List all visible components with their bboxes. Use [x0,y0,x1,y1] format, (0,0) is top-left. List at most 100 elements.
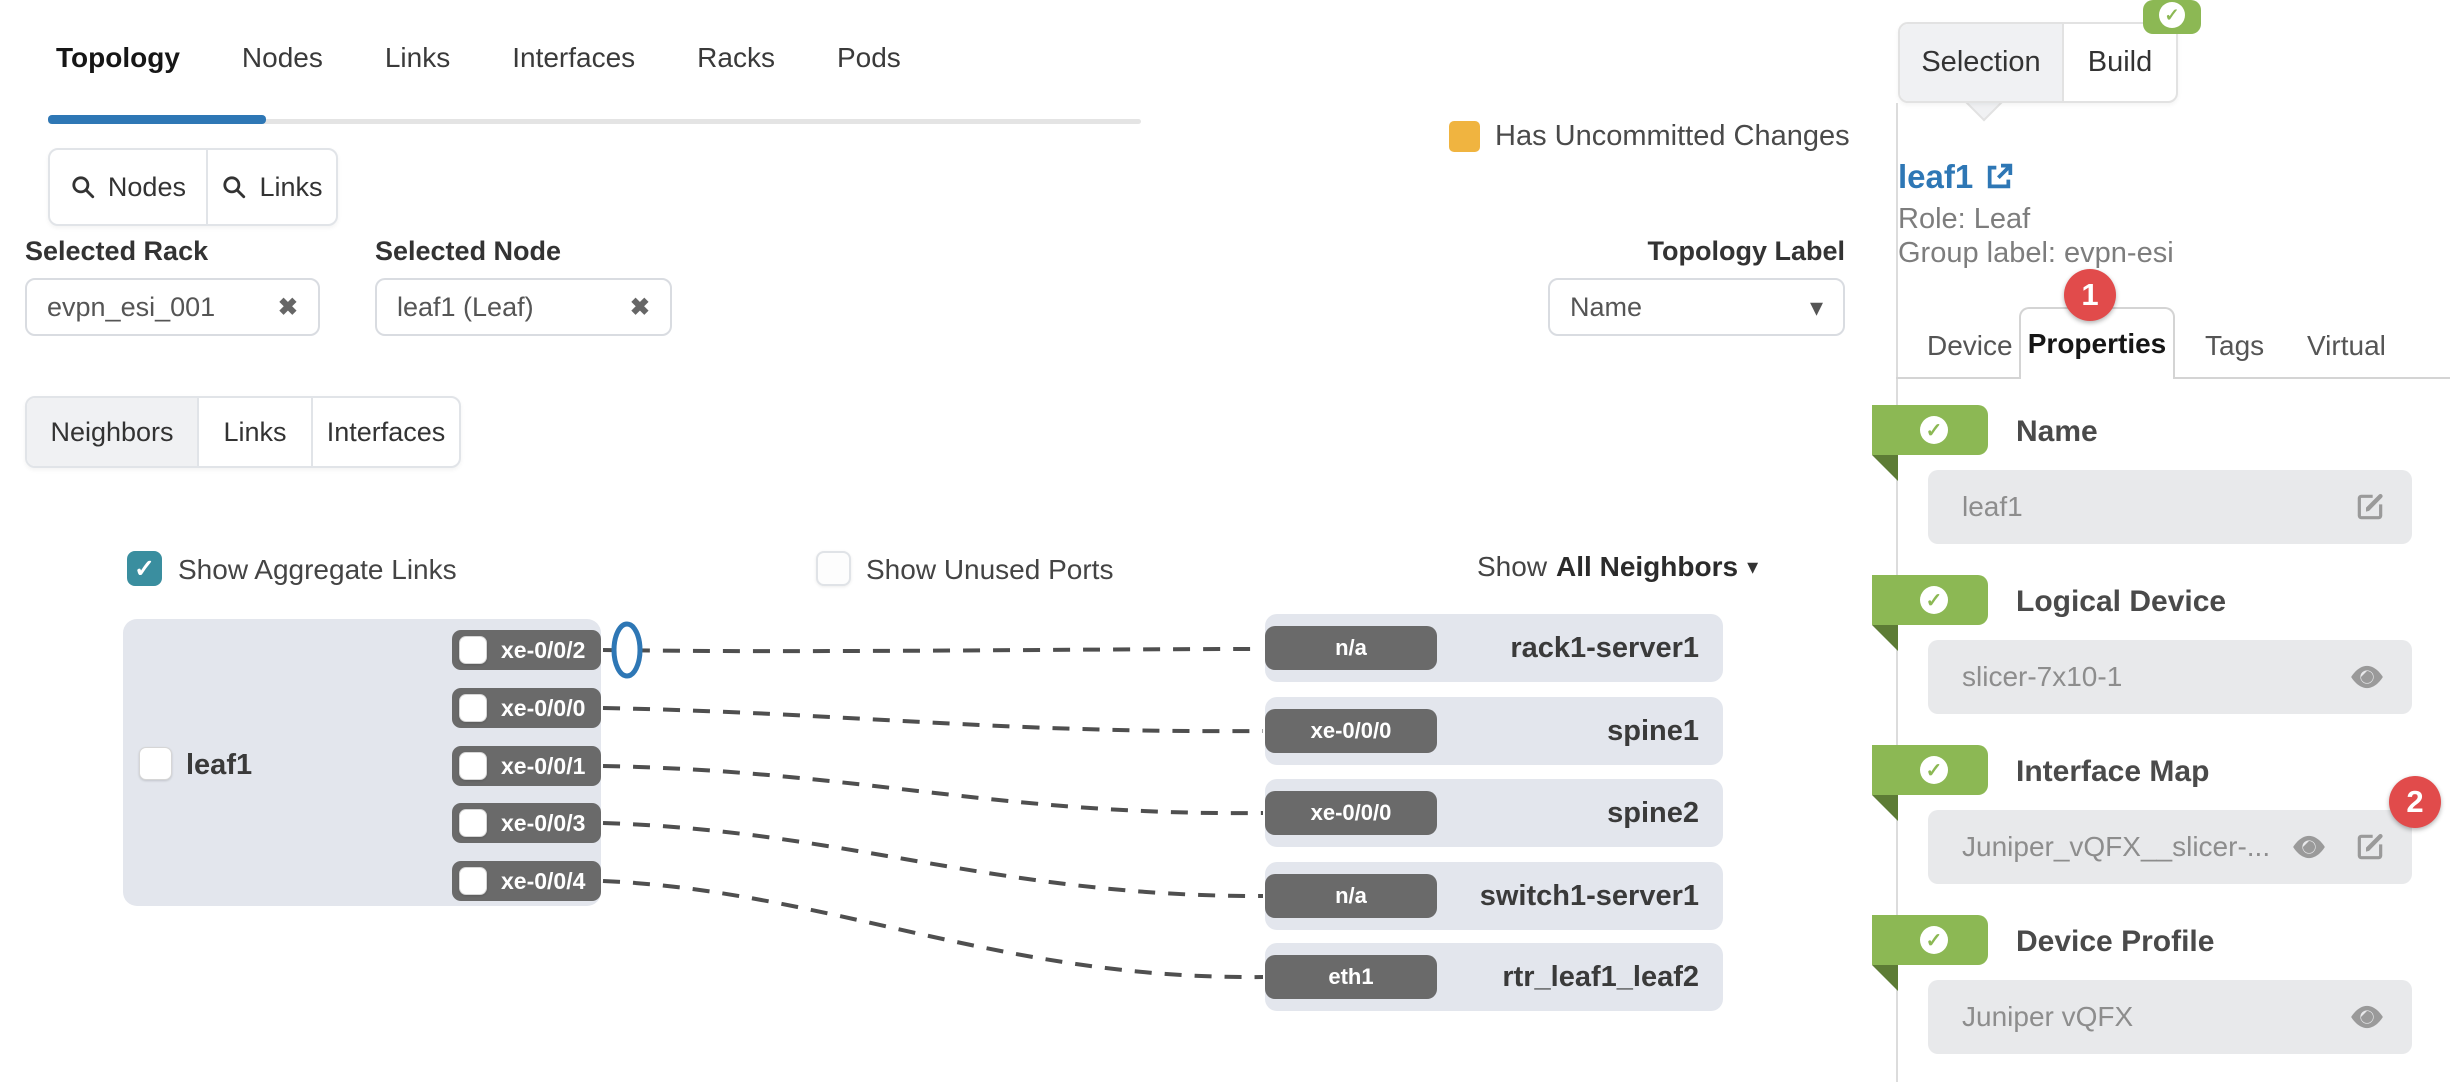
topology-label-value: Name [1570,291,1643,322]
chevron-down-icon: ▾ [1747,554,1759,579]
eye-icon[interactable] [2290,833,2328,861]
link-line[interactable] [602,764,1264,816]
node-leaf1-label: leaf1 [186,749,253,781]
device-profile-field: Juniper vQFX [1928,980,2412,1054]
neighbor-port-chip: xe-0/0/0 [1265,791,1437,835]
device-profile-value: Juniper vQFX [1962,1001,2134,1032]
neighbor-name: spine2 [1607,796,1699,829]
topology-label-label: Topology Label [1647,236,1846,266]
show-aggregate-links-checkbox[interactable]: ✓ [127,551,162,586]
nav-active-underline [48,115,266,124]
tab-build[interactable]: Build [2062,24,2176,101]
uncommitted-changes-legend: Has Uncommitted Changes [1449,120,1850,153]
section-status-ribbon: ✓ [1872,575,1988,625]
search-button-group: Nodes Links [48,148,338,226]
uncommitted-legend-label: Has Uncommitted Changes [1495,120,1850,152]
logical-device-field: slicer-7x10-1 [1928,640,2412,714]
check-circle-icon: ✓ [1920,586,1948,614]
tab-device[interactable]: Device [1927,330,2013,361]
nav-tab-topology[interactable]: Topology [56,42,180,73]
port-chip[interactable]: xe-0/0/3 [452,803,601,843]
neighbor-row[interactable]: eth1 rtr_leaf1_leaf2 [1265,943,1723,1011]
search-links-label: Links [259,171,323,202]
nav-tab-pods[interactable]: Pods [836,42,901,73]
tab-tags[interactable]: Tags [2205,330,2265,361]
external-link-icon [1988,163,2013,189]
build-status-badge: ✓ [2143,0,2201,34]
search-links-button[interactable]: Links [205,150,336,224]
neighbor-name: switch1-server1 [1479,879,1699,912]
port-label: xe-0/0/2 [501,636,586,663]
show-unused-ports-label: Show Unused Ports [866,554,1114,585]
check-circle-icon: ✓ [1920,756,1948,784]
port-chip[interactable]: xe-0/0/2 [452,630,601,670]
edit-icon[interactable] [2354,491,2386,523]
node-leaf1-checkbox[interactable] [139,747,172,780]
nav-tab-links[interactable]: Links [384,42,451,73]
eye-icon[interactable] [2348,1003,2386,1031]
step-2-badge: 2 [2389,776,2441,828]
port-chip[interactable]: xe-0/0/1 [452,746,601,786]
tab-selection[interactable]: Selection [1900,24,2062,101]
logical-device-value: slicer-7x10-1 [1962,661,2123,692]
selected-node-link-label: leaf1 [1898,158,1974,195]
port-checkbox[interactable] [459,752,487,780]
neighbor-row[interactable]: xe-0/0/0 spine1 [1265,697,1723,765]
selected-rack-field[interactable]: evpn_esi_001 ✖ [25,278,320,336]
port-checkbox[interactable] [459,694,487,722]
section-status-ribbon: ✓ [1872,745,1988,795]
selected-node-link[interactable]: leaf1 [1898,158,2015,196]
link-line[interactable] [602,821,1264,899]
port-label: xe-0/0/4 [501,867,586,894]
tab-virtual[interactable]: Virtual [2307,330,2386,361]
tab-interfaces[interactable]: Interfaces [311,398,459,466]
link-line[interactable] [602,706,1264,734]
section-title-name: Name [2016,415,2098,448]
eye-icon[interactable] [2348,663,2386,691]
panel-tab-group: Selection Build [1898,22,2178,103]
check-icon: ✓ [134,554,155,583]
neighbor-name: rack1-server1 [1510,631,1699,664]
tab-links[interactable]: Links [197,398,311,466]
port-label: xe-0/0/0 [501,694,586,721]
topology-label-dropdown[interactable]: Name ▾ [1548,278,1845,336]
step-1-badge: 1 [2064,269,2116,321]
show-neighbors-value: All Neighbors [1556,551,1739,582]
selected-rack-value: evpn_esi_001 [47,291,216,322]
show-neighbors-dropdown[interactable]: Show All Neighbors ▾ [1477,551,1758,583]
section-title-interface-map: Interface Map [2016,755,2210,788]
neighbor-port-chip: n/a [1265,626,1437,670]
port-checkbox[interactable] [459,809,487,837]
port-label: xe-0/0/1 [501,752,586,779]
link-line[interactable] [602,879,1264,980]
port-chip[interactable]: xe-0/0/0 [452,688,601,728]
selected-link-indicator [611,621,643,679]
selected-node-value: leaf1 (Leaf) [397,291,534,322]
clear-node-icon[interactable]: ✖ [629,293,650,321]
nav-tab-racks[interactable]: Racks [697,42,775,73]
name-field: leaf1 [1928,470,2412,544]
nav-tab-interfaces[interactable]: Interfaces [512,42,636,73]
chevron-down-icon: ▾ [1809,291,1823,322]
port-checkbox[interactable] [459,636,487,664]
show-neighbors-prefix: Show [1477,551,1548,582]
selected-node-field[interactable]: leaf1 (Leaf) ✖ [375,278,672,336]
nav-tab-nodes[interactable]: Nodes [241,42,323,73]
search-nodes-button[interactable]: Nodes [50,150,206,224]
neighbor-row[interactable]: n/a switch1-server1 [1265,862,1723,930]
neighbor-name: rtr_leaf1_leaf2 [1502,960,1699,993]
neighbor-port-chip: n/a [1265,874,1437,918]
show-unused-ports-checkbox[interactable] [816,551,851,586]
tab-neighbors[interactable]: Neighbors [27,398,197,466]
port-checkbox[interactable] [459,867,487,895]
neighbor-row[interactable]: n/a rack1-server1 [1265,614,1723,682]
search-icon [223,176,246,199]
search-icon [72,176,95,199]
port-chip[interactable]: xe-0/0/4 [452,861,601,901]
section-status-ribbon: ✓ [1872,405,1988,455]
clear-rack-icon[interactable]: ✖ [277,293,298,321]
link-line[interactable] [602,647,1264,654]
edit-icon[interactable] [2354,831,2386,863]
neighbor-row[interactable]: xe-0/0/0 spine2 [1265,779,1723,847]
